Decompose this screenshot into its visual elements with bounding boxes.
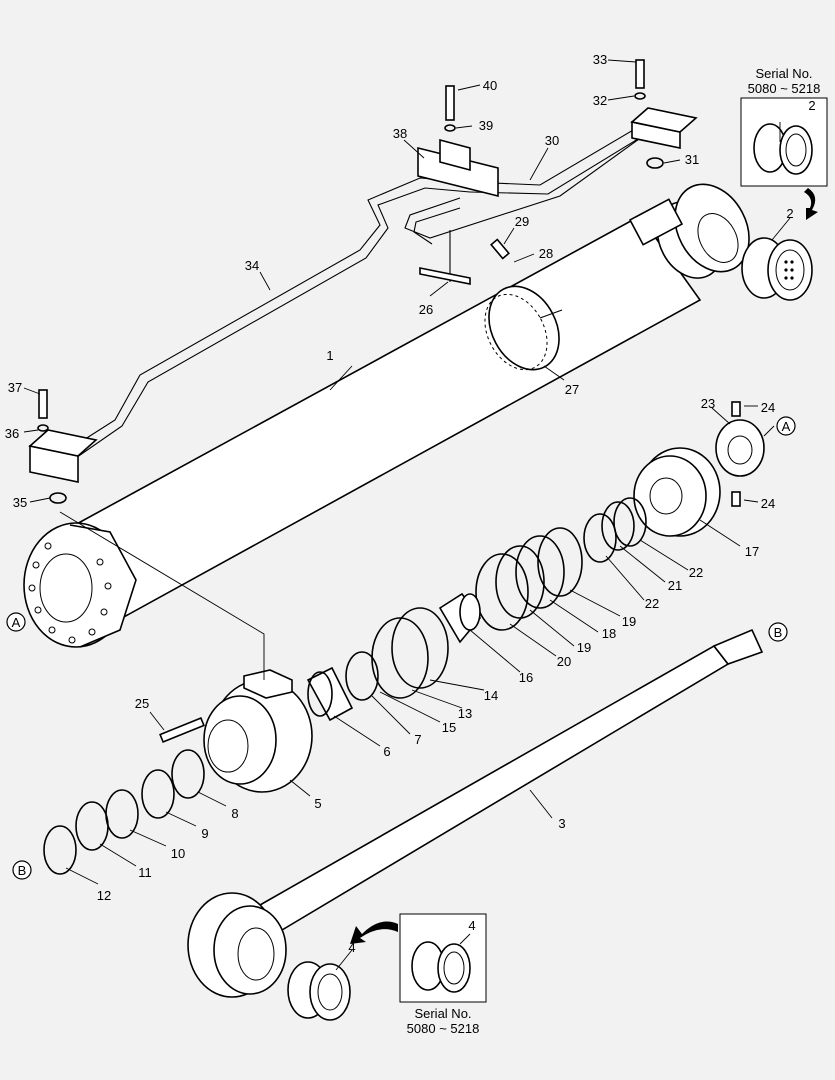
callout-26: 26: [419, 302, 433, 317]
callout-19-b: 19: [577, 640, 591, 655]
callout-13: 13: [458, 706, 472, 721]
callout-7: 7: [414, 732, 421, 747]
bushing-tube-end: [741, 237, 813, 301]
callout-21: 21: [668, 578, 682, 593]
pipe-blocks: [28, 107, 698, 483]
callout-24-bottom: 24: [761, 496, 775, 511]
callout-1: 1: [326, 348, 333, 363]
callout-27: 27: [565, 382, 579, 397]
ref-b-seal: B: [18, 863, 27, 878]
callout-16: 16: [519, 670, 533, 685]
callout-22-b: 22: [645, 596, 659, 611]
callout-2-inset: 2: [808, 98, 815, 113]
inset-top-title: Serial No.: [755, 66, 812, 81]
callout-24-top: 24: [761, 400, 775, 415]
inset-bottom-range: 5080 ~ 5218: [407, 1021, 480, 1036]
callout-36: 36: [5, 426, 19, 441]
inset-bottom-title: Serial No.: [414, 1006, 471, 1021]
callout-6: 6: [383, 744, 390, 759]
callout-17: 17: [745, 544, 759, 559]
callout-15: 15: [442, 720, 456, 735]
callout-23: 23: [701, 396, 715, 411]
ref-b-rod: B: [774, 625, 783, 640]
callout-35: 35: [13, 495, 27, 510]
inset-top: Serial No. 5080 ~ 5218: [740, 66, 828, 220]
callout-38: 38: [393, 126, 407, 141]
callout-18: 18: [602, 626, 616, 641]
callout-34: 34: [245, 258, 259, 273]
bolts: [37, 59, 664, 504]
callout-30: 30: [545, 133, 559, 148]
rod-gland: [159, 669, 313, 793]
callout-20: 20: [557, 654, 571, 669]
ref-a-flange: A: [12, 615, 21, 630]
callout-12: 12: [97, 888, 111, 903]
callout-9: 9: [201, 826, 208, 841]
inset-bottom: Serial No. 5080 ~ 5218: [350, 913, 487, 1036]
callout-31: 31: [685, 152, 699, 167]
callout-3: 3: [558, 816, 565, 831]
leader-lines: [23, 59, 791, 971]
callout-39: 39: [479, 118, 493, 133]
cylinder-tube: [23, 183, 750, 648]
callout-33: 33: [593, 52, 607, 67]
callout-29: 29: [515, 214, 529, 229]
piston-parts: [306, 401, 765, 722]
rod-seals: [43, 749, 205, 875]
callout-2-tube: 2: [786, 206, 793, 221]
callout-8: 8: [231, 806, 238, 821]
callout-4-inset: 4: [468, 918, 475, 933]
callout-19-a: 19: [622, 614, 636, 629]
callout-25: 25: [135, 696, 149, 711]
callout-40: 40: [483, 78, 497, 93]
callout-14: 14: [484, 688, 498, 703]
callout-28: 28: [539, 246, 553, 261]
callout-11: 11: [138, 865, 152, 880]
callout-32: 32: [593, 93, 607, 108]
piston-rod: [187, 628, 764, 1021]
reference-letters: A A B B: [6, 416, 796, 880]
callout-37: 37: [8, 380, 22, 395]
callout-22-a: 22: [689, 565, 703, 580]
ref-a-nut: A: [782, 419, 791, 434]
inset-top-range: 5080 ~ 5218: [748, 81, 821, 96]
callout-10: 10: [171, 846, 185, 861]
band-clamp: [484, 285, 563, 371]
flange-bolt-holes: [28, 542, 112, 644]
callout-4-rod: 4: [348, 940, 355, 955]
callout-5: 5: [314, 796, 321, 811]
callout-numbers: 1 2 2 3 4 4 5 6 7 8 9 10 11 12 13 14 15 …: [5, 52, 816, 955]
